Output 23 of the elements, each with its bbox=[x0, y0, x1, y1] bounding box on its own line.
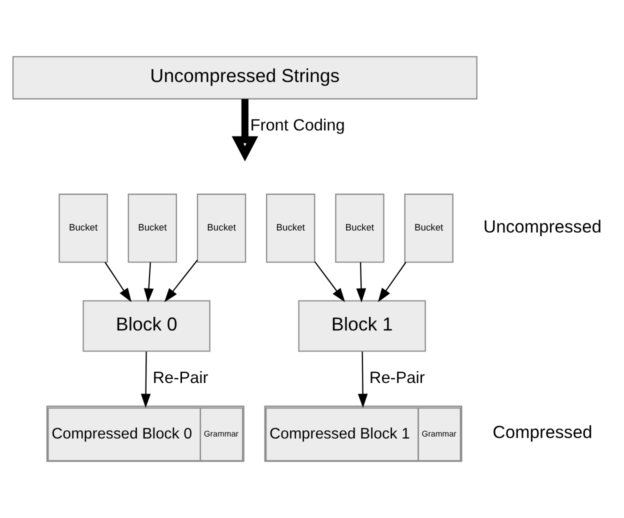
edge-label: Front Coding bbox=[250, 116, 345, 135]
edge-label: Re-Pair bbox=[369, 369, 425, 388]
node-box: Bucket bbox=[335, 194, 384, 263]
arrow bbox=[356, 262, 366, 302]
node-box: Block 1 bbox=[298, 300, 426, 352]
edge-label: Re-Pair bbox=[152, 369, 208, 388]
arrow bbox=[164, 260, 198, 302]
label: Compressed bbox=[492, 422, 592, 442]
arrow bbox=[144, 262, 154, 302]
node-box: Bucket bbox=[266, 194, 316, 263]
arrow bbox=[232, 99, 258, 162]
arrow bbox=[378, 262, 406, 302]
node-box: Bucket bbox=[404, 194, 454, 263]
arrow bbox=[104, 262, 132, 302]
arrow bbox=[314, 261, 346, 302]
node-box: Bucket bbox=[128, 194, 177, 263]
node-box: Bucket bbox=[58, 194, 108, 263]
arrow bbox=[140, 352, 151, 408]
arrow bbox=[358, 352, 368, 408]
node-box: Block 0 bbox=[82, 300, 210, 352]
node-box: Bucket bbox=[196, 194, 246, 263]
node-box: Uncompressed Strings bbox=[12, 56, 478, 100]
label: Uncompressed bbox=[483, 216, 602, 236]
